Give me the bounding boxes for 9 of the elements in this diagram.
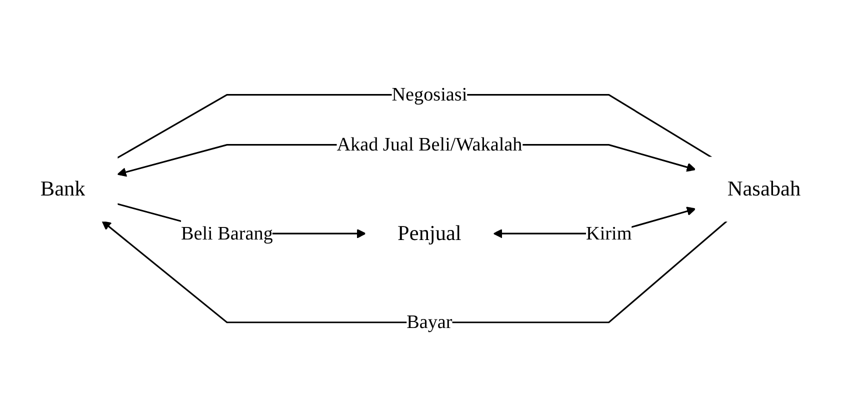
edge-label: Kirim: [586, 222, 632, 244]
node-text: Bank: [40, 178, 86, 202]
edge-label: Akad Jual Beli/Wakalah: [336, 134, 522, 156]
arrow: [102, 220, 728, 324]
edge-label: Bayar: [406, 312, 452, 333]
node-text: Nasabah: [727, 178, 801, 202]
edge-label: Negosiasi: [392, 84, 468, 106]
node-text: Penjual: [398, 222, 462, 246]
edge-label: Beli Barang: [180, 222, 273, 244]
